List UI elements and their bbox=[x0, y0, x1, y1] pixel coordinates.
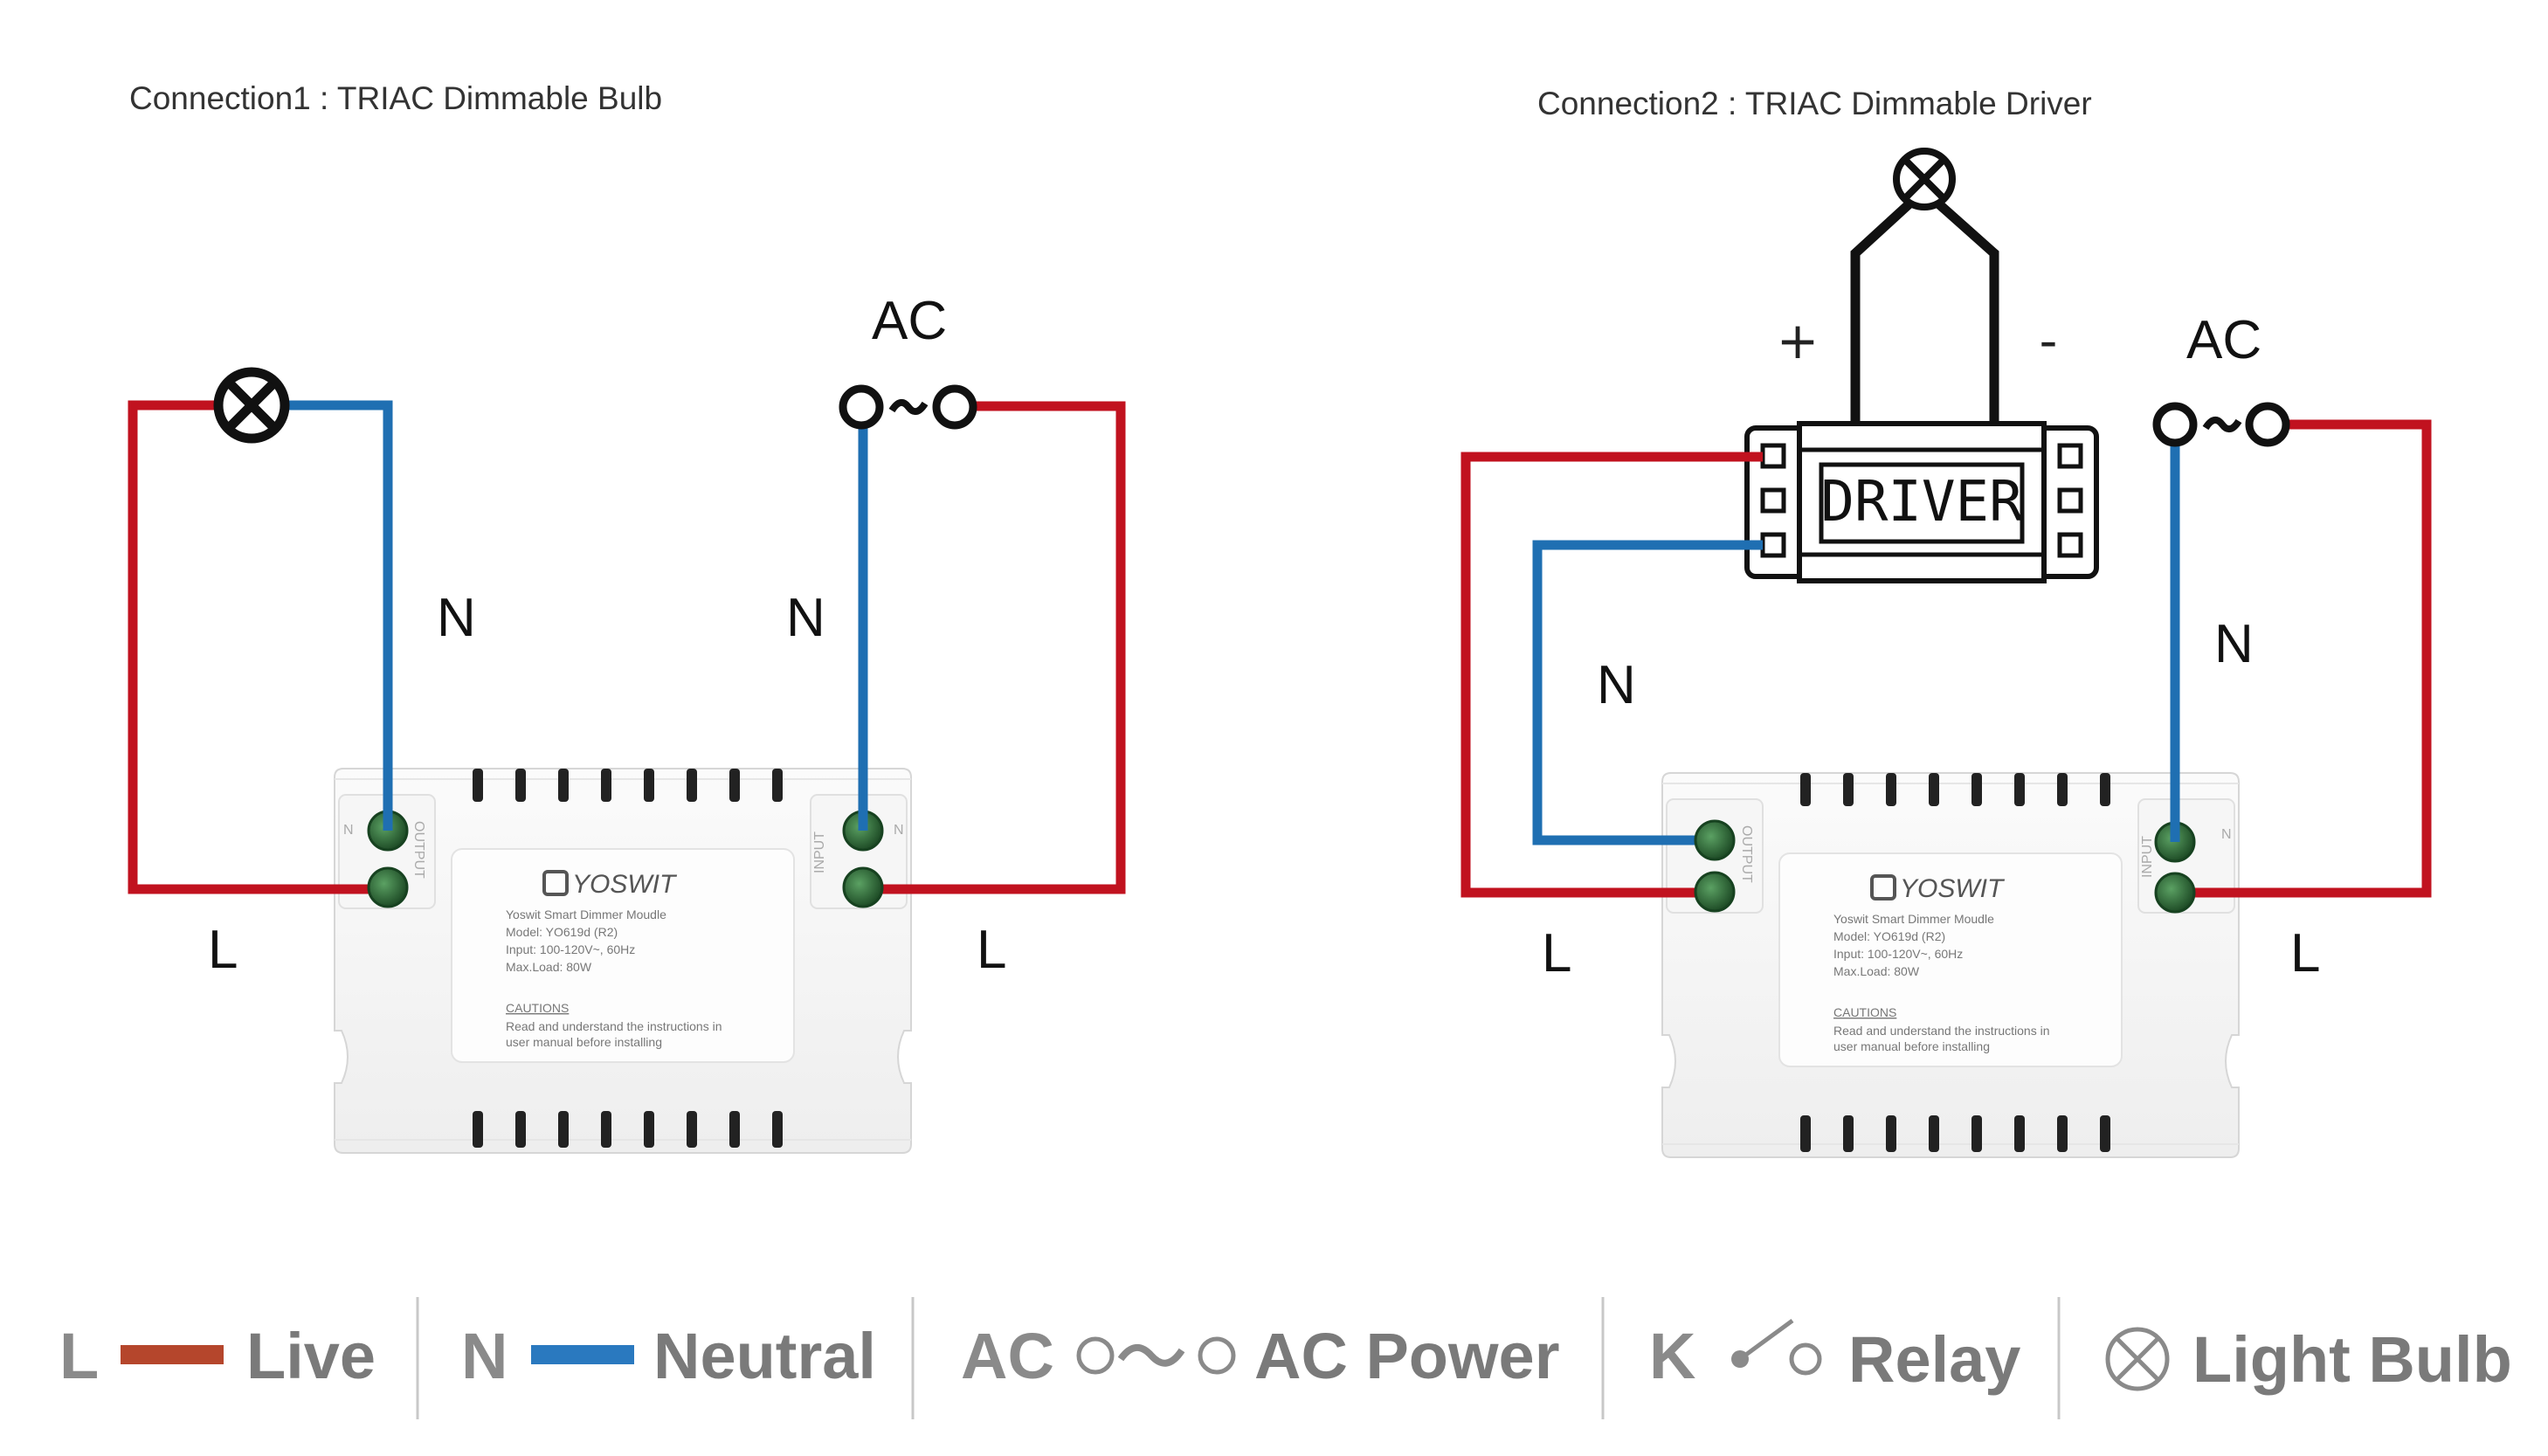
module-load-line: Max.Load: 80W bbox=[1833, 964, 1920, 978]
legend-relay-key: K bbox=[1649, 1320, 1695, 1392]
module-model-line: Model: YO619d (R2) bbox=[506, 925, 618, 939]
live-wire-output-2 bbox=[1460, 452, 1763, 898]
l-label-2-left: L bbox=[1542, 923, 1571, 983]
live-wire-input-2 bbox=[2175, 419, 2432, 898]
legend-neutral-key: N bbox=[461, 1320, 508, 1392]
driver-label: DRIVER bbox=[1820, 470, 2023, 535]
legend-bulb-label: Light Bulb bbox=[2192, 1323, 2512, 1396]
output-terminal-label: OUTPUT bbox=[411, 821, 426, 879]
legend-relay-icon bbox=[1731, 1318, 1822, 1376]
legend-ac-power-icon bbox=[1076, 1336, 1236, 1375]
connection2-terminals bbox=[1694, 773, 2196, 914]
legend-neutral-swatch bbox=[531, 1345, 634, 1364]
n-terminal-mark-input: N bbox=[894, 823, 904, 838]
neutral-wire-output-2 bbox=[1532, 540, 1763, 845]
live-wire-output-1 bbox=[128, 400, 388, 894]
input-terminal-label: INPUT bbox=[812, 832, 827, 873]
brand-name: YOSWIT bbox=[572, 870, 678, 899]
module-model-line: Model: YO619d (R2) bbox=[1833, 929, 1945, 943]
brand-name: YOSWIT bbox=[1900, 874, 2006, 903]
legend-relay-label: Relay bbox=[1848, 1323, 2020, 1396]
l-label-1-left: L bbox=[208, 920, 238, 980]
module-name-line: Yoswit Smart Dimmer Moudle bbox=[1833, 912, 1994, 926]
yoswit-logo: YOSWIT bbox=[542, 870, 678, 899]
minus-label: - bbox=[2040, 311, 2058, 370]
light-bulb-icon bbox=[213, 367, 290, 444]
driver-box: DRIVER bbox=[1744, 421, 2099, 583]
ac-label-1: AC bbox=[872, 291, 947, 351]
l-label-1-right: L bbox=[977, 920, 1006, 980]
legend-live-key: L bbox=[59, 1320, 99, 1392]
caution-line-1: Read and understand the instructions in bbox=[1833, 1024, 2050, 1038]
cautions-title: CAUTIONS bbox=[506, 1001, 569, 1015]
input-terminal-label: INPUT bbox=[2140, 836, 2155, 878]
driver-output-wires bbox=[1850, 192, 1999, 424]
legend-neutral-label: Neutral bbox=[653, 1320, 876, 1392]
output-terminal-label: OUTPUT bbox=[1739, 825, 1754, 883]
yoswit-logo: YOSWIT bbox=[1870, 874, 2006, 903]
caution-line-2: user manual before installing bbox=[1833, 1039, 1990, 1053]
legend-light-bulb-icon bbox=[2105, 1327, 2170, 1391]
neutral-wire-output-1 bbox=[283, 400, 393, 828]
module-input-line: Input: 100-120V~, 60Hz bbox=[1833, 947, 1963, 961]
legend-ac-label: AC Power bbox=[1254, 1320, 1560, 1392]
legend-live-label: Live bbox=[246, 1320, 376, 1392]
plus-label: + bbox=[1777, 311, 1820, 370]
n-terminal-mark-input: N bbox=[2221, 827, 2232, 842]
ac-label-2: AC bbox=[2186, 310, 2261, 370]
l-label-2-right: L bbox=[2290, 923, 2320, 983]
legend: L Live N Neutral AC AC Power K Relay bbox=[59, 1297, 2512, 1419]
legend-ac-key: AC bbox=[961, 1320, 1054, 1392]
connection2-wires bbox=[1460, 419, 2432, 898]
connection1-wires bbox=[128, 400, 1126, 894]
n-label-2-left: N bbox=[1597, 655, 1636, 715]
n-label-2-right: N bbox=[2214, 614, 2254, 674]
caution-line-2: user manual before installing bbox=[506, 1035, 662, 1049]
light-bulb-icon bbox=[1893, 148, 1956, 210]
connection2-title: Connection2 : TRIAC Dimmable Driver bbox=[1537, 86, 2092, 121]
dimmer-module-1: OUTPUT N INPUT N YOSWIT Yoswit Smart Dim… bbox=[334, 768, 912, 1154]
live-wire-input-1 bbox=[863, 401, 1126, 894]
n-terminal-mark: N bbox=[343, 823, 354, 838]
legend-live-swatch bbox=[121, 1345, 224, 1364]
ac-power-icon bbox=[839, 384, 977, 430]
connection1-title: Connection1 : TRIAC Dimmable Bulb bbox=[129, 80, 662, 116]
n-label-1-right: N bbox=[786, 588, 825, 648]
module-name-line: Yoswit Smart Dimmer Moudle bbox=[506, 907, 666, 921]
module-input-line: Input: 100-120V~, 60Hz bbox=[506, 942, 635, 956]
dimmer-module-2: OUTPUT INPUT N YOSWIT Yoswit Smart Dimme… bbox=[1661, 772, 2240, 1158]
ac-power-icon bbox=[2152, 402, 2290, 447]
caution-line-1: Read and understand the instructions in bbox=[506, 1019, 722, 1033]
n-label-1-left: N bbox=[437, 588, 476, 648]
connection1-terminals bbox=[367, 769, 884, 908]
cautions-title: CAUTIONS bbox=[1833, 1005, 1896, 1019]
module-load-line: Max.Load: 80W bbox=[506, 960, 592, 974]
